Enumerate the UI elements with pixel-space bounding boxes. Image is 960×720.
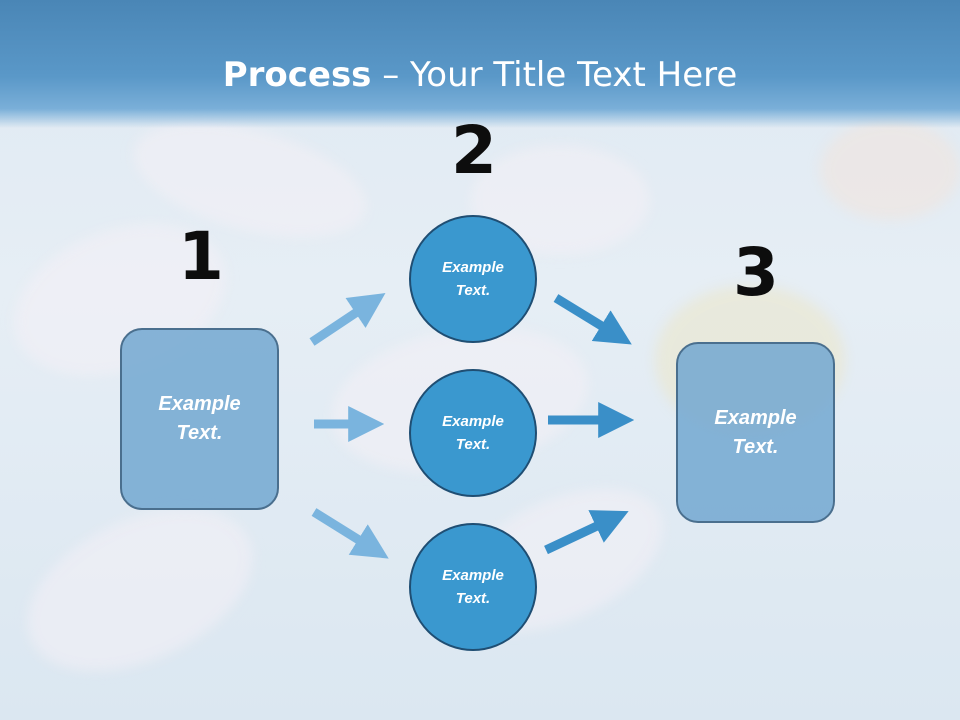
circle-middle-line2: Text.: [455, 436, 491, 453]
step-number-1: 1: [178, 218, 224, 295]
circle-bottom-line2: Text.: [455, 590, 491, 607]
step-number-2: 2: [451, 112, 497, 189]
circle-top-line2: Text.: [455, 282, 491, 299]
left-box: Example Text.: [120, 328, 279, 510]
circle-bottom-line1: Example: [442, 567, 504, 584]
arrow-from-top: [553, 294, 632, 345]
arrow-to-top: [309, 293, 386, 346]
title-bar: [0, 0, 960, 128]
left-box-line2: Text.: [176, 422, 223, 444]
title-rest: – Your Title Text Here: [371, 55, 738, 95]
step-number-3: 3: [733, 234, 779, 311]
circle-top-line1: Example: [442, 259, 504, 276]
right-box-line2: Text.: [732, 435, 779, 458]
circle-bottom: Example Text.: [409, 523, 537, 651]
right-box: Example Text.: [676, 342, 835, 523]
circle-top: Example Text.: [409, 215, 537, 343]
slide-title: Process – Your Title Text Here: [0, 55, 960, 95]
arrow-to-bottom: [311, 508, 389, 559]
left-box-line1: Example: [158, 393, 241, 415]
arrow-from-bottom: [544, 510, 629, 555]
right-box-line1: Example: [714, 406, 797, 429]
circle-middle-line1: Example: [442, 413, 504, 430]
circle-middle: Example Text.: [409, 369, 537, 497]
title-bold: Process: [222, 55, 372, 95]
